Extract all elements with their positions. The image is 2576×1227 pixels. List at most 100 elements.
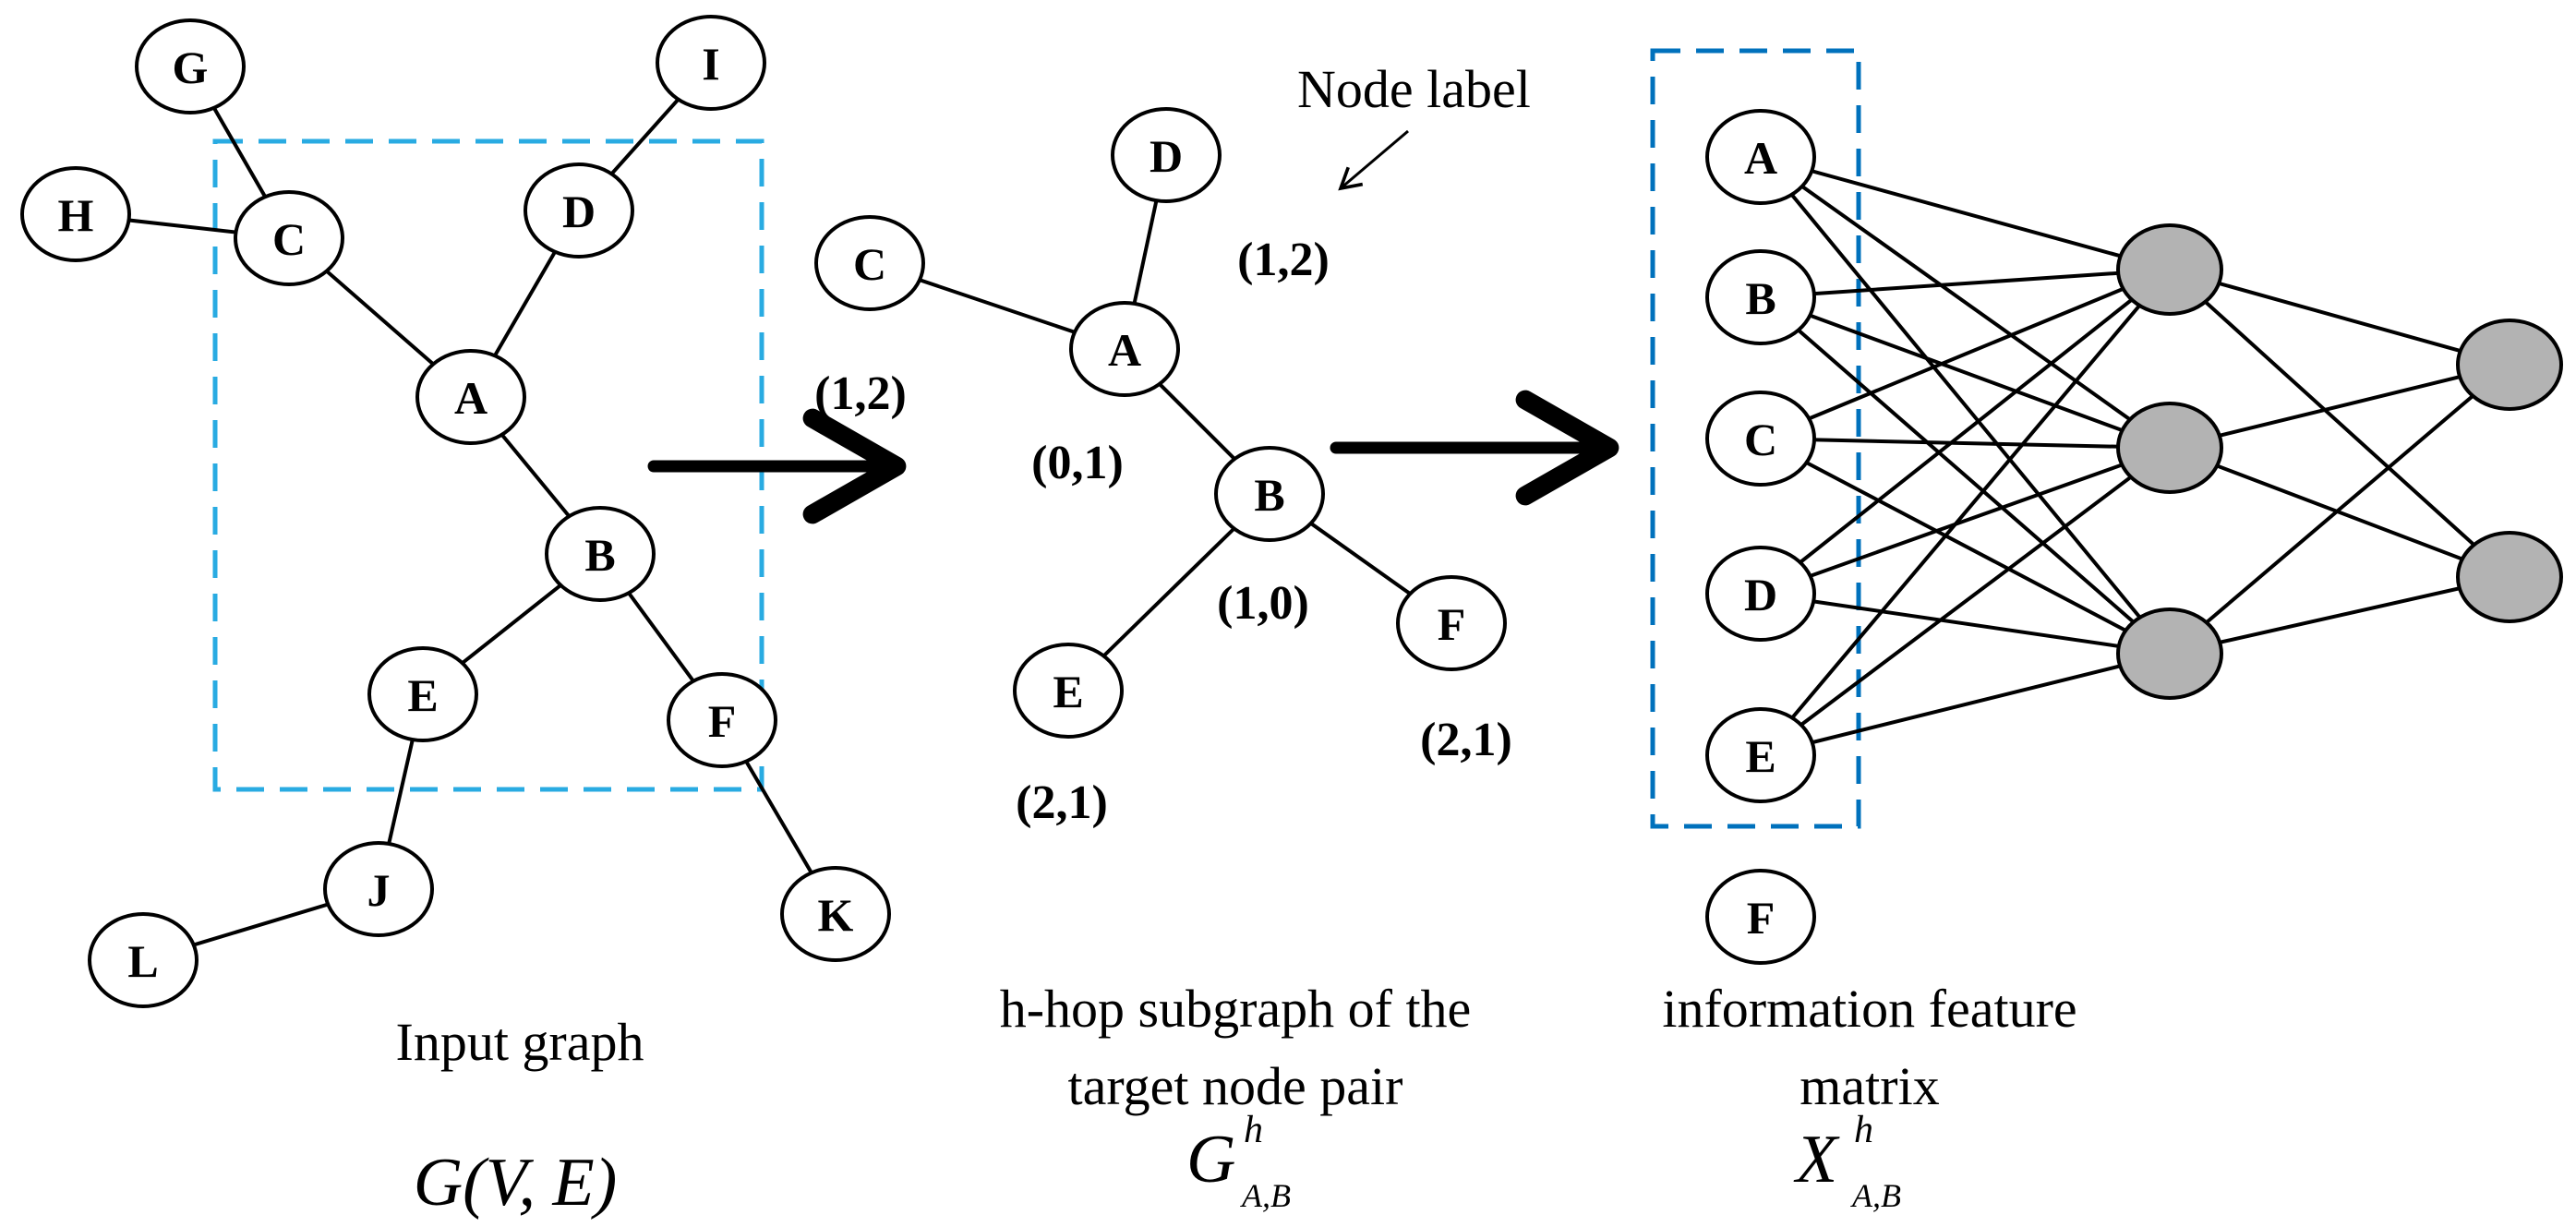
pair-label-d: (1,2) xyxy=(1237,234,1330,286)
feature-matrix-caption-line1: information feature xyxy=(1662,979,2076,1039)
feature-node-label: A xyxy=(1744,132,1777,184)
feature-node-label: C xyxy=(1744,414,1777,465)
network-edge-d-h3 xyxy=(1760,592,2171,656)
network-edge-h2-o1 xyxy=(2169,363,2510,450)
pair-label-e: (2,1) xyxy=(1016,776,1108,829)
network-neurons xyxy=(2116,223,2563,700)
network-edge-e-h2 xyxy=(1759,446,2172,757)
input-node-label: A xyxy=(454,372,488,424)
network-edge-e-h1 xyxy=(1759,268,2172,757)
subgraph-node-e: E xyxy=(1013,643,1124,739)
input-node-c: C xyxy=(234,190,344,286)
input-node-label: G xyxy=(173,42,209,93)
output-neuron-2 xyxy=(2456,531,2563,623)
input-graph-nodes: G I H C D A B E F J L K xyxy=(20,15,891,1008)
network-edge-b-h1 xyxy=(1760,268,2171,299)
subgraph-node-label: C xyxy=(853,238,886,290)
input-node-label: H xyxy=(58,189,94,241)
network-edge-c-h2 xyxy=(1760,437,2171,450)
input-node-f: F xyxy=(667,672,777,768)
feature-node-e: E xyxy=(1705,707,1816,803)
network-edge-d-h1 xyxy=(1759,268,2172,595)
input-node-d: D xyxy=(524,162,634,259)
input-node-i: I xyxy=(656,15,766,111)
subgraph-node-a: A xyxy=(1069,301,1180,397)
feature-node-b: B xyxy=(1705,249,1816,345)
network-edge-a-h3 xyxy=(1759,155,2172,656)
feature-matrix-box xyxy=(1650,48,1861,829)
input-node-label: E xyxy=(407,669,438,721)
subgraph-caption-line2: target node pair xyxy=(1068,1056,1403,1116)
network-edge-b-h3 xyxy=(1759,295,2172,656)
input-node-e: E xyxy=(367,646,478,742)
subgraph-node-b: B xyxy=(1214,446,1325,542)
feature-matrix-caption-line2: matrix xyxy=(1800,1056,1939,1116)
network-edges xyxy=(1759,155,2511,757)
pair-label-f: (2,1) xyxy=(1420,714,1512,766)
feature-node-label: F xyxy=(1747,892,1776,944)
subgraph-nodes: D C A B E F xyxy=(814,107,1507,739)
input-node-l: L xyxy=(88,912,199,1008)
network-edge-a-h1 xyxy=(1760,155,2171,271)
input-graph-edges xyxy=(75,61,837,962)
pair-label-c: (1,2) xyxy=(814,367,907,420)
feature-node-a: A xyxy=(1705,109,1816,205)
network-edge-c-h1 xyxy=(1760,268,2171,440)
input-node-label: B xyxy=(584,529,615,581)
subgraph-node-c: C xyxy=(814,215,925,311)
subgraph-pair-labels: (1,2) (1,2) (0,1) (1,0) (2,1) (2,1) xyxy=(814,234,1512,829)
feature-matrix-formula-sub: A,B xyxy=(1850,1177,1901,1214)
input-node-label: D xyxy=(562,186,596,237)
network-edge-a-h2 xyxy=(1759,155,2172,450)
subgraph-node-label: B xyxy=(1254,469,1284,521)
feature-node-d: D xyxy=(1705,546,1816,642)
subgraph-node-d: D xyxy=(1111,107,1222,203)
feature-matrix-formula-sup: h xyxy=(1854,1109,1873,1151)
feature-matrix-formula-base: X xyxy=(1793,1122,1840,1197)
hidden-neuron-3 xyxy=(2116,607,2223,700)
input-graph-caption: Input graph xyxy=(396,1012,644,1072)
subgraph-node-f: F xyxy=(1396,575,1507,671)
input-node-label: J xyxy=(367,864,391,916)
input-node-j: J xyxy=(323,841,434,937)
subgraph-caption-line1: h-hop subgraph of the xyxy=(1000,979,1472,1039)
node-label-annotation: Node label xyxy=(1297,59,1531,119)
subgraph-node-label: D xyxy=(1150,130,1183,182)
feature-node-f: F xyxy=(1705,869,1816,965)
network-edge-e-h3 xyxy=(1760,652,2171,757)
input-node-label: C xyxy=(272,213,306,265)
input-node-k: K xyxy=(780,866,891,962)
input-node-label: I xyxy=(702,38,719,90)
network-edge-c-h3 xyxy=(1760,437,2171,656)
subgraph-formula-base: G xyxy=(1186,1122,1235,1197)
node-label-pointer xyxy=(1338,129,1409,191)
pair-label-b: (1,0) xyxy=(1217,577,1309,630)
subgraph-node-label: E xyxy=(1053,666,1083,717)
input-node-label: F xyxy=(708,695,737,747)
network-edge-h2-o2 xyxy=(2169,446,2510,579)
hidden-neuron-1 xyxy=(2116,223,2223,316)
network-edge-b-h2 xyxy=(1760,295,2171,450)
pair-label-a: (0,1) xyxy=(1031,437,1124,489)
subgraph-formula-sub: A,B xyxy=(1240,1177,1291,1214)
network-edge-h3-o2 xyxy=(2169,575,2510,656)
network-edge-h1-o2 xyxy=(2168,268,2511,579)
subgraph-node-label: A xyxy=(1108,324,1141,376)
subgraph-formula-sup: h xyxy=(1244,1109,1263,1151)
feature-node-c: C xyxy=(1705,391,1816,487)
input-node-label: K xyxy=(818,889,854,941)
network-edge-h1-o1 xyxy=(2169,268,2510,367)
input-node-h: H xyxy=(20,166,131,262)
subgraph-node-label: F xyxy=(1438,598,1466,650)
network-edge-h3-o1 xyxy=(2168,363,2511,656)
input-node-g: G xyxy=(135,18,246,114)
input-graph-formula: G(V, E) xyxy=(414,1145,618,1221)
input-node-label: L xyxy=(127,935,158,987)
input-node-b: B xyxy=(545,506,656,602)
feature-node-label: B xyxy=(1745,272,1776,324)
output-neuron-1 xyxy=(2456,319,2563,411)
network-edge-d-h2 xyxy=(1760,446,2171,595)
feature-node-label: D xyxy=(1744,569,1777,620)
input-node-a: A xyxy=(415,349,526,445)
